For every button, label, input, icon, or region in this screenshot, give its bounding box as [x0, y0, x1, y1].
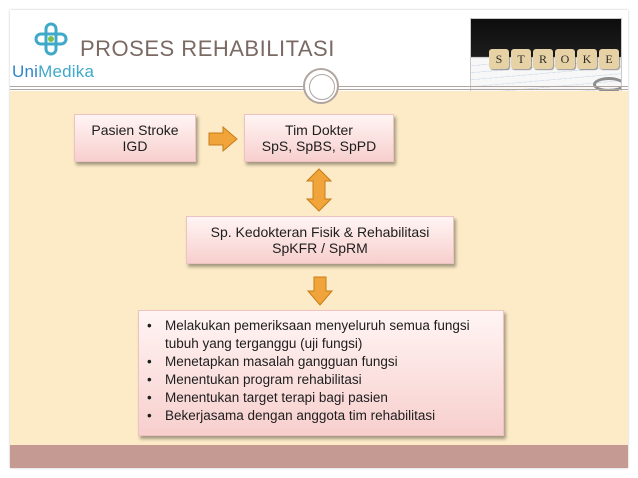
list-item-text: Menetapkan masalah gangguan fungsi — [165, 354, 398, 369]
letter-tile: E — [599, 49, 619, 69]
box-tim-dokter: Tim Dokter SpS, SpBS, SpPD — [244, 114, 394, 162]
arrow-down-icon — [307, 276, 333, 306]
medical-cross-icon — [34, 22, 68, 56]
bullet: • — [147, 354, 152, 369]
list-item-text: Bekerjasama dengan anggota tim rehabilit… — [165, 408, 436, 423]
bullet: • — [147, 390, 152, 405]
list-item: • Menentukan target terapi bagi pasien — [147, 389, 503, 407]
box-line: Tim Dokter — [285, 122, 353, 138]
letter-tile: R — [533, 49, 553, 69]
list-item-text: Melakukan pemeriksaan menyeluruh semua f… — [165, 318, 470, 351]
unimedika-logo: UniMedika — [12, 22, 102, 82]
bullet: • — [147, 408, 152, 423]
logo-text: UniMedika — [12, 62, 94, 82]
slide: UniMedika PROSES REHABILITASI S T R O K … — [10, 10, 628, 468]
list-item: • Menetapkan masalah gangguan fungsi — [147, 353, 503, 371]
box-line: IGD — [122, 138, 148, 154]
logo-text-main: Uni — [12, 62, 39, 81]
list-item: • Melakukan pemeriksaan menyeluruh semua … — [147, 317, 503, 353]
logo-text-accent: Medika — [38, 62, 95, 81]
list-item-text: Menentukan target terapi bagi pasien — [165, 390, 388, 405]
box-line: Sp. Kedokteran Fisik & Rehabilitasi — [210, 224, 430, 240]
footer-bar — [10, 445, 628, 468]
divider-circle — [303, 68, 339, 104]
box-tasks: • Melakukan pemeriksaan menyeluruh semua … — [138, 310, 504, 436]
bullet: • — [147, 372, 152, 387]
box-spkfr: Sp. Kedokteran Fisik & Rehabilitasi SpKF… — [186, 216, 454, 264]
arrow-up-down-icon — [306, 168, 332, 212]
box-pasien-stroke: Pasien Stroke IGD — [74, 114, 196, 162]
page-title: PROSES REHABILITASI — [80, 36, 335, 61]
arrow-right-icon — [208, 126, 238, 152]
letter-tile: O — [555, 49, 575, 69]
letter-tile: K — [577, 49, 597, 69]
letter-tile: S — [489, 49, 509, 69]
list-item: • Bekerjasama dengan anggota tim rehabili… — [147, 407, 503, 425]
letter-tile: T — [511, 49, 531, 69]
list-item: • Menentukan program rehabilitasi — [147, 371, 503, 389]
box-line: SpS, SpBS, SpPD — [261, 138, 377, 154]
list-item-text: Menentukan program rehabilitasi — [165, 372, 362, 387]
bullet: • — [147, 318, 152, 333]
box-line: Pasien Stroke — [91, 122, 179, 138]
box-line: SpKFR / SpRM — [272, 240, 368, 256]
task-list: • Melakukan pemeriksaan menyeluruh semua … — [139, 317, 503, 425]
